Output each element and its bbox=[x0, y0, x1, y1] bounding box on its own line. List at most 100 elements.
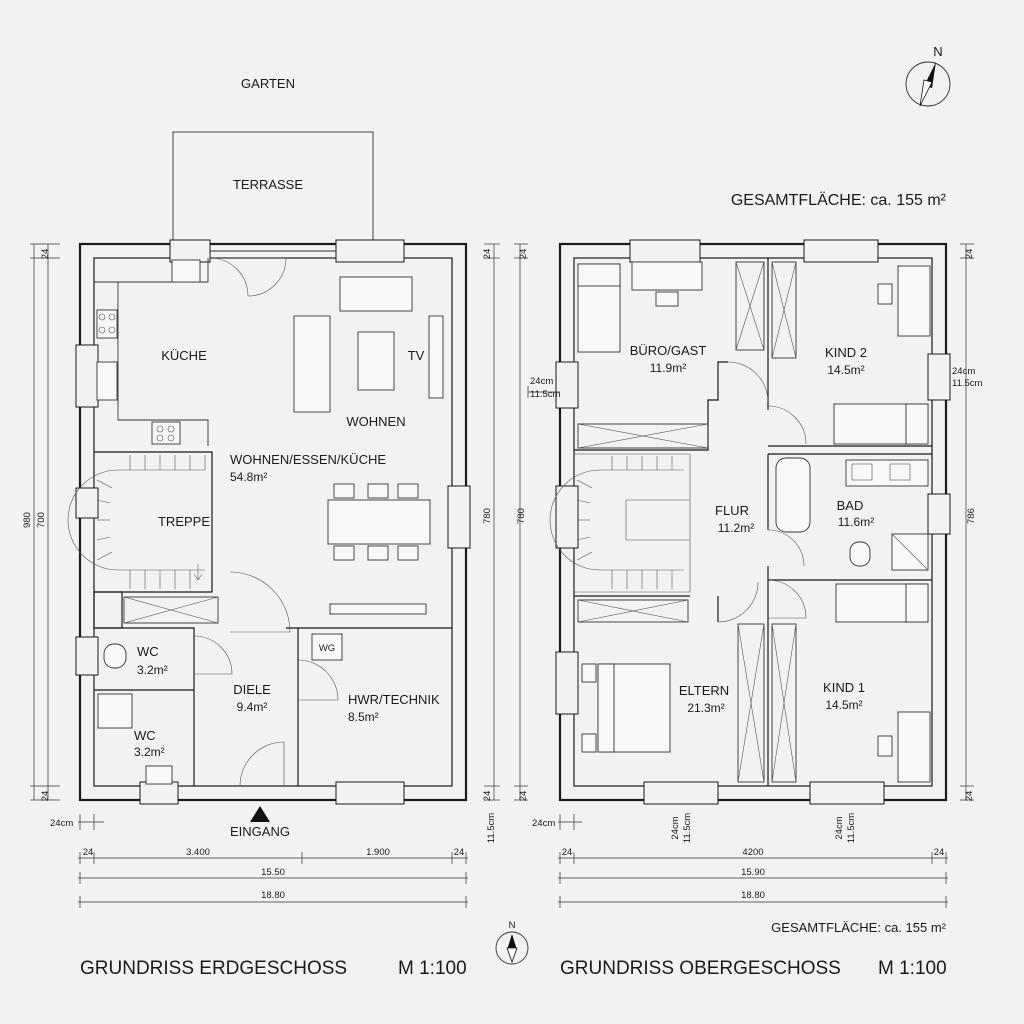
dim-text: 11.5cm bbox=[486, 813, 497, 844]
dim-text: 780 bbox=[482, 508, 493, 524]
total-area-top: GESAMTFLÄCHE: ca. 155 m² bbox=[731, 191, 947, 209]
nightstand bbox=[581, 733, 597, 753]
window bbox=[139, 781, 179, 805]
tv-label: TV bbox=[408, 348, 425, 363]
dim-text: 780 bbox=[516, 508, 527, 524]
tv-board bbox=[428, 315, 444, 399]
dim-text: 24 bbox=[40, 249, 51, 260]
room-area-bad: 11.6m² bbox=[838, 515, 874, 529]
room-label-wohnen: WOHNEN bbox=[346, 414, 405, 429]
dim-text: 1.900 bbox=[366, 847, 390, 858]
window bbox=[629, 239, 701, 263]
door-swing bbox=[229, 571, 291, 633]
washing-machine bbox=[311, 633, 343, 661]
window bbox=[555, 361, 579, 409]
room-area-buero: 11.9m² bbox=[650, 361, 686, 375]
room-label-bad: BAD bbox=[837, 498, 864, 513]
window bbox=[335, 239, 405, 263]
window bbox=[555, 485, 579, 549]
dim-text: 24 bbox=[482, 249, 493, 260]
toilet bbox=[103, 643, 127, 669]
fridge bbox=[171, 259, 201, 283]
room-area-wek: 54.8m² bbox=[230, 470, 267, 484]
dim-text: 18.80 bbox=[741, 890, 765, 901]
cooktop bbox=[96, 309, 118, 339]
wardrobe bbox=[737, 623, 765, 783]
bathtub bbox=[775, 457, 811, 533]
dim-text: 24cm bbox=[532, 818, 555, 829]
compass-north-icon: N bbox=[495, 920, 529, 965]
wardrobe bbox=[771, 623, 797, 783]
room-area-kind1: 14.5m² bbox=[825, 698, 862, 712]
window bbox=[335, 781, 405, 805]
terrace-door-swing bbox=[209, 257, 249, 297]
room-label-flur: FLUR bbox=[715, 503, 749, 518]
dim-text: 24 bbox=[454, 847, 465, 858]
window bbox=[927, 493, 951, 535]
toilet bbox=[849, 541, 871, 567]
room-label-treppe: TREPPE bbox=[158, 514, 210, 529]
dim-text: 24 bbox=[482, 791, 493, 802]
wash-basin bbox=[145, 765, 173, 785]
dim-text: 24 bbox=[562, 847, 573, 858]
room-label-hwr: HWR/TECHNIK bbox=[348, 692, 440, 707]
dim-text: 24 bbox=[40, 791, 51, 802]
coffee-table bbox=[357, 331, 395, 391]
room-area-kind2: 14.5m² bbox=[827, 363, 864, 377]
entrance-label: EINGANG bbox=[230, 824, 290, 839]
wardrobe bbox=[577, 423, 709, 449]
dim-text: 4200 bbox=[742, 847, 763, 858]
dim-text: 24 bbox=[964, 249, 975, 260]
dim-text: 980 bbox=[22, 512, 33, 528]
desk-chair bbox=[655, 291, 679, 307]
garden-label: GARTEN bbox=[241, 76, 295, 91]
wardrobe bbox=[735, 261, 765, 351]
dim-text: 24 bbox=[518, 249, 529, 260]
desk-chair bbox=[877, 283, 893, 305]
dim-text: 11.5cm bbox=[952, 378, 983, 389]
dim-text: 24cm bbox=[834, 816, 845, 839]
room-area-wc1: 3.2m² bbox=[137, 663, 168, 677]
dim-text: 24cm bbox=[530, 376, 553, 387]
dim-text: 24cm bbox=[670, 816, 681, 839]
oven bbox=[151, 421, 181, 445]
desk-chair bbox=[877, 735, 893, 757]
window bbox=[643, 781, 719, 805]
dining-table bbox=[327, 499, 431, 545]
room-label-kueche: KÜCHE bbox=[161, 348, 207, 363]
storage-cabinet bbox=[123, 596, 219, 624]
shower bbox=[97, 693, 133, 729]
svg-text:N: N bbox=[509, 920, 516, 931]
room-label-kind1: KIND 1 bbox=[823, 680, 865, 695]
window bbox=[809, 781, 885, 805]
room-label-eltern: ELTERN bbox=[679, 683, 729, 698]
room-label-kind2: KIND 2 bbox=[825, 345, 867, 360]
dim-text: 11.5cm bbox=[682, 813, 693, 844]
double-vanity bbox=[845, 459, 929, 487]
sideboard bbox=[329, 603, 427, 615]
window bbox=[169, 239, 211, 263]
desk bbox=[897, 711, 931, 783]
room-area-diele: 9.4m² bbox=[237, 700, 268, 714]
compass-north-icon: N bbox=[905, 44, 951, 107]
wardrobe bbox=[577, 599, 689, 623]
dim-text: 11.5cm bbox=[530, 389, 561, 400]
svg-text:N: N bbox=[933, 44, 942, 59]
room-area-hwr: 8.5m² bbox=[348, 710, 379, 724]
terrace-label: TERRASSE bbox=[233, 177, 303, 192]
dim-text: 24cm bbox=[50, 818, 73, 829]
window bbox=[555, 651, 579, 715]
staircase bbox=[549, 453, 691, 593]
dim-text: 700 bbox=[36, 512, 47, 528]
dim-text: 24 bbox=[83, 847, 94, 858]
window bbox=[927, 353, 951, 401]
room-area-flur: 11.2m² bbox=[718, 521, 754, 535]
kitchen-sink bbox=[96, 361, 118, 401]
staircase bbox=[67, 455, 206, 589]
room-label-buero: BÜRO/GAST bbox=[630, 343, 707, 358]
ground-floor-title: GRUNDRISS ERDGESCHOSS bbox=[80, 958, 347, 979]
window bbox=[803, 239, 879, 263]
ground-floor-scale: M 1:100 bbox=[398, 958, 467, 979]
room-label-wc2: WC bbox=[134, 728, 156, 743]
